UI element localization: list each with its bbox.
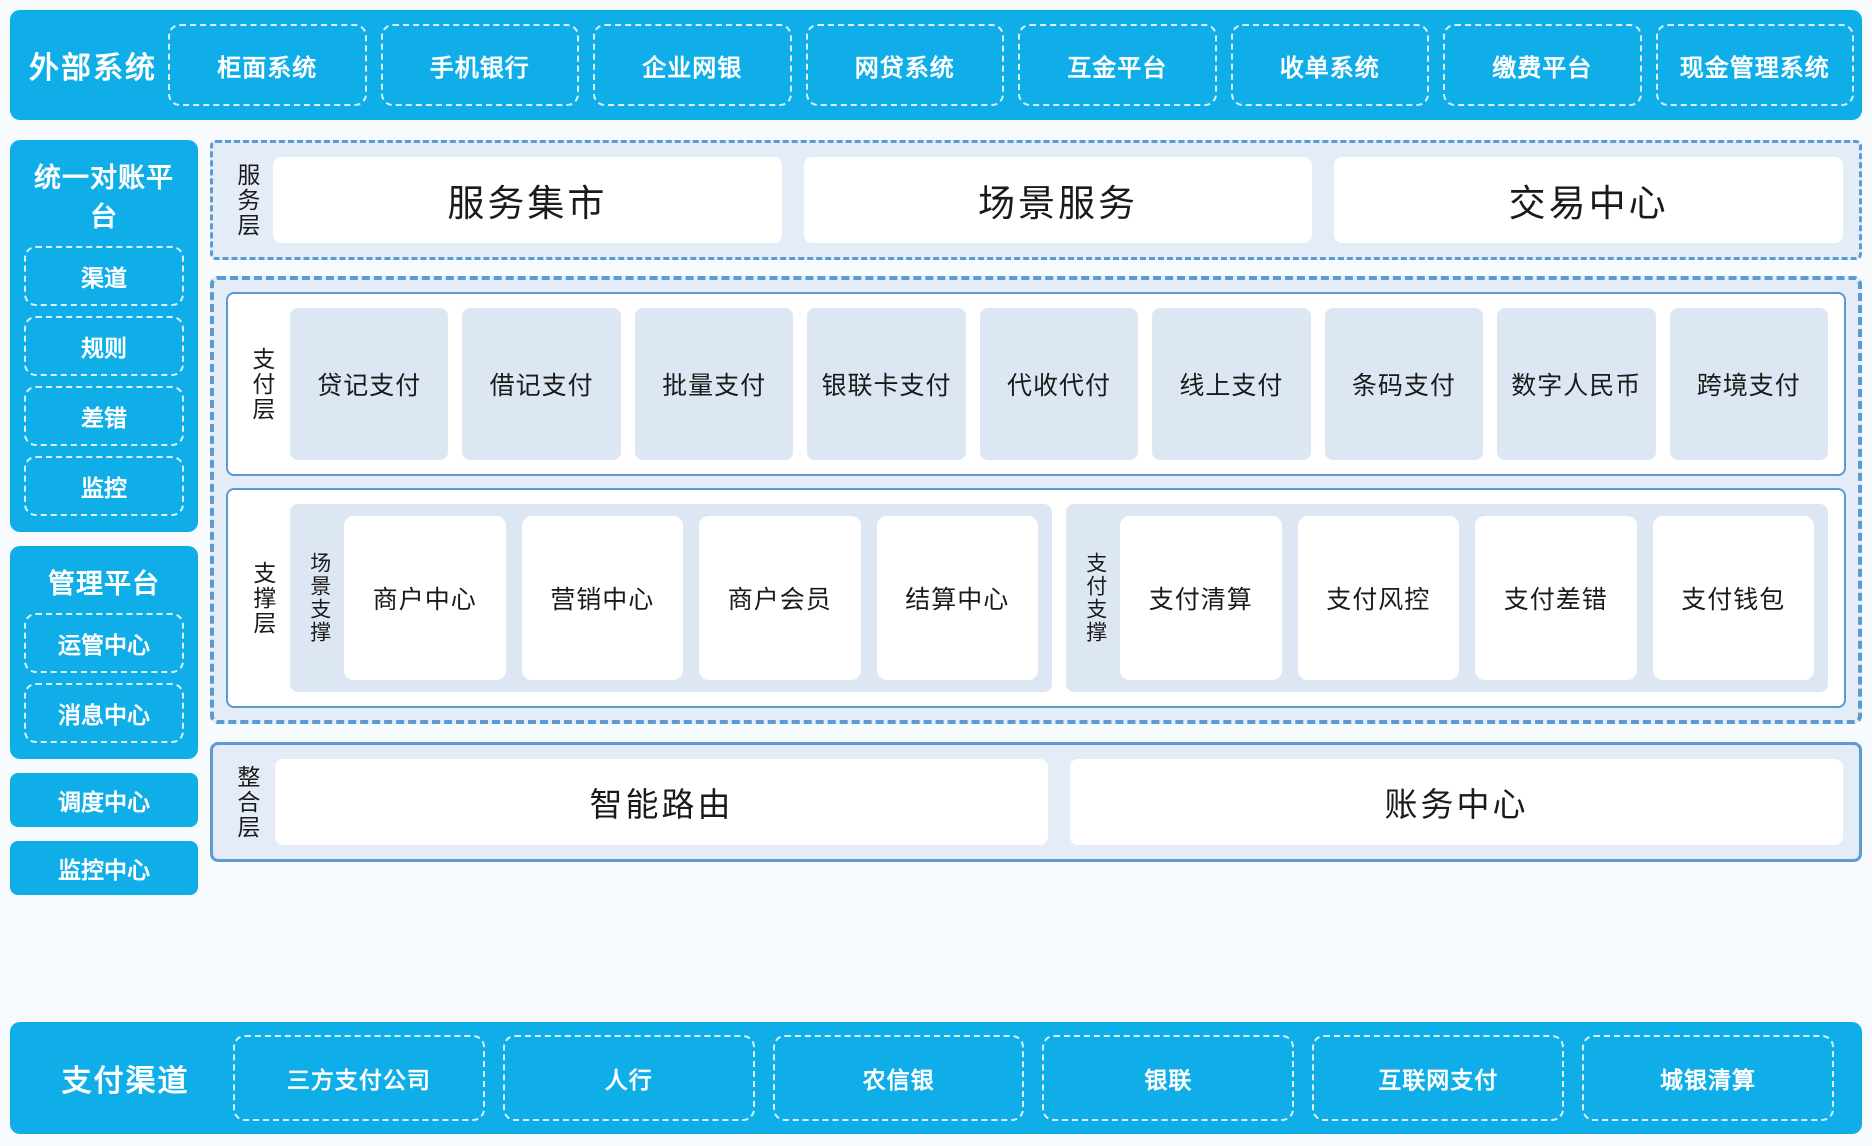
payment-channel-item[interactable]: 三方支付公司 bbox=[233, 1035, 485, 1121]
support-card[interactable]: 商户中心 bbox=[344, 516, 506, 680]
payment-channel-item[interactable]: 银联 bbox=[1042, 1035, 1295, 1121]
integration-layer: 整合层 智能路由 账务中心 bbox=[210, 742, 1862, 862]
payment-channel-item[interactable]: 城银清算 bbox=[1582, 1035, 1834, 1121]
payment-tile[interactable]: 贷记支付 bbox=[290, 308, 449, 460]
support-group-payment-items: 支付清算 支付风控 支付差错 支付钱包 bbox=[1120, 516, 1814, 680]
payment-layer: 支付层 贷记支付 借记支付 批量支付 银联卡支付 代收代付 线上支付 条码支付 … bbox=[226, 292, 1846, 476]
sidebar-item-monitor[interactable]: 监控 bbox=[24, 456, 184, 516]
payment-channels-title: 支付渠道 bbox=[61, 1065, 190, 1098]
payment-tile[interactable]: 代收代付 bbox=[979, 308, 1139, 460]
integration-card-accounting[interactable]: 账务中心 bbox=[1070, 759, 1843, 845]
support-group-scene-label: 场景支撑 bbox=[307, 552, 331, 644]
support-layer-groups: 场景支撑 商户中心 营销中心 商户会员 结算中心 支付支撑 支付清算 支付风控 bbox=[290, 504, 1828, 692]
payment-tile[interactable]: 条码支付 bbox=[1324, 308, 1484, 460]
service-layer-label: 服务层 bbox=[233, 162, 260, 238]
payment-channel-item[interactable]: 人行 bbox=[502, 1035, 755, 1121]
service-card-scene[interactable]: 场景服务 bbox=[803, 157, 1313, 243]
external-systems-title: 外部系统 bbox=[29, 52, 157, 85]
integration-layer-items: 智能路由 账务中心 bbox=[275, 759, 1843, 845]
external-systems-bar: 外部系统 柜面系统 手机银行 企业网银 网贷系统 互金平台 收单系统 缴费平台 … bbox=[10, 10, 1862, 120]
management-platform-card: 管理平台 运管中心 消息中心 bbox=[10, 546, 198, 759]
main-content: 服务层 服务集市 场景服务 交易中心 支付层 贷记支付 借记支付 批量支付 银联… bbox=[210, 140, 1862, 862]
support-card[interactable]: 商户会员 bbox=[699, 516, 861, 680]
support-group-scene: 场景支撑 商户中心 营销中心 商户会员 结算中心 bbox=[290, 504, 1052, 692]
left-sidebar: 统一对账平台 渠道 规则 差错 监控 管理平台 运管中心 消息中心 调度中心 监… bbox=[10, 140, 198, 909]
support-card[interactable]: 支付钱包 bbox=[1652, 516, 1814, 680]
reconciliation-platform-title: 统一对账平台 bbox=[34, 163, 174, 232]
external-system-item[interactable]: 手机银行 bbox=[380, 24, 579, 106]
external-system-item[interactable]: 互金平台 bbox=[1018, 24, 1217, 106]
payment-tile[interactable]: 借记支付 bbox=[462, 308, 621, 460]
reconciliation-platform-card: 统一对账平台 渠道 规则 差错 监控 bbox=[10, 140, 198, 532]
sidebar-item-dispatch-center[interactable]: 调度中心 bbox=[10, 773, 198, 827]
payment-tile[interactable]: 跨境支付 bbox=[1669, 308, 1828, 460]
payment-tile[interactable]: 数字人民币 bbox=[1497, 308, 1656, 460]
integration-layer-label: 整合层 bbox=[233, 764, 260, 840]
sidebar-item-message-center[interactable]: 消息中心 bbox=[24, 683, 184, 743]
sidebar-item-error[interactable]: 差错 bbox=[24, 386, 184, 446]
support-card[interactable]: 支付清算 bbox=[1120, 516, 1282, 680]
external-system-item[interactable]: 现金管理系统 bbox=[1655, 24, 1854, 106]
external-system-item[interactable]: 柜面系统 bbox=[168, 24, 367, 106]
support-group-scene-items: 商户中心 营销中心 商户会员 结算中心 bbox=[344, 516, 1038, 680]
payment-tile[interactable]: 银联卡支付 bbox=[807, 308, 966, 460]
payment-channel-item[interactable]: 农信银 bbox=[772, 1035, 1025, 1121]
support-card[interactable]: 支付风控 bbox=[1297, 516, 1459, 680]
support-card[interactable]: 支付差错 bbox=[1475, 516, 1637, 680]
payment-tile[interactable]: 批量支付 bbox=[634, 308, 794, 460]
sidebar-item-monitor-center[interactable]: 监控中心 bbox=[10, 841, 198, 895]
service-card-transaction[interactable]: 交易中心 bbox=[1334, 157, 1844, 243]
payment-channels-bar: 支付渠道 三方支付公司 人行 农信银 银联 互联网支付 城银清算 bbox=[10, 1022, 1862, 1134]
external-system-item[interactable]: 网贷系统 bbox=[805, 24, 1004, 106]
payment-layer-items: 贷记支付 借记支付 批量支付 银联卡支付 代收代付 线上支付 条码支付 数字人民… bbox=[290, 308, 1828, 460]
payment-layer-label: 支付层 bbox=[248, 346, 275, 422]
support-layer-label: 支撑层 bbox=[249, 560, 276, 636]
payment-channel-item[interactable]: 互联网支付 bbox=[1312, 1035, 1565, 1121]
sidebar-item-rule[interactable]: 规则 bbox=[24, 316, 184, 376]
service-layer: 服务层 服务集市 场景服务 交易中心 bbox=[210, 140, 1862, 260]
external-systems-list: 柜面系统 手机银行 企业网银 网贷系统 互金平台 收单系统 缴费平台 现金管理系… bbox=[168, 24, 1854, 106]
integration-card-smart-routing[interactable]: 智能路由 bbox=[275, 759, 1048, 845]
core-layers-wrapper: 支付层 贷记支付 借记支付 批量支付 银联卡支付 代收代付 线上支付 条码支付 … bbox=[210, 276, 1862, 724]
sidebar-item-operation-center[interactable]: 运管中心 bbox=[24, 613, 184, 673]
support-layer: 支撑层 场景支撑 商户中心 营销中心 商户会员 结算中心 支付支撑 bbox=[226, 488, 1846, 708]
external-system-item[interactable]: 收单系统 bbox=[1230, 24, 1429, 106]
support-group-payment-label: 支付支撑 bbox=[1083, 552, 1107, 644]
support-group-payment: 支付支撑 支付清算 支付风控 支付差错 支付钱包 bbox=[1066, 504, 1828, 692]
external-system-item[interactable]: 缴费平台 bbox=[1443, 24, 1642, 106]
service-card-market[interactable]: 服务集市 bbox=[273, 157, 782, 243]
service-layer-items: 服务集市 场景服务 交易中心 bbox=[273, 157, 1844, 243]
management-platform-title: 管理平台 bbox=[48, 569, 160, 599]
payment-channels-list: 三方支付公司 人行 农信银 银联 互联网支付 城银清算 bbox=[233, 1035, 1854, 1121]
payment-tile[interactable]: 线上支付 bbox=[1152, 308, 1311, 460]
external-system-item[interactable]: 企业网银 bbox=[593, 24, 792, 106]
support-card[interactable]: 营销中心 bbox=[521, 516, 683, 680]
support-card[interactable]: 结算中心 bbox=[876, 516, 1038, 680]
sidebar-item-channel[interactable]: 渠道 bbox=[24, 246, 184, 306]
